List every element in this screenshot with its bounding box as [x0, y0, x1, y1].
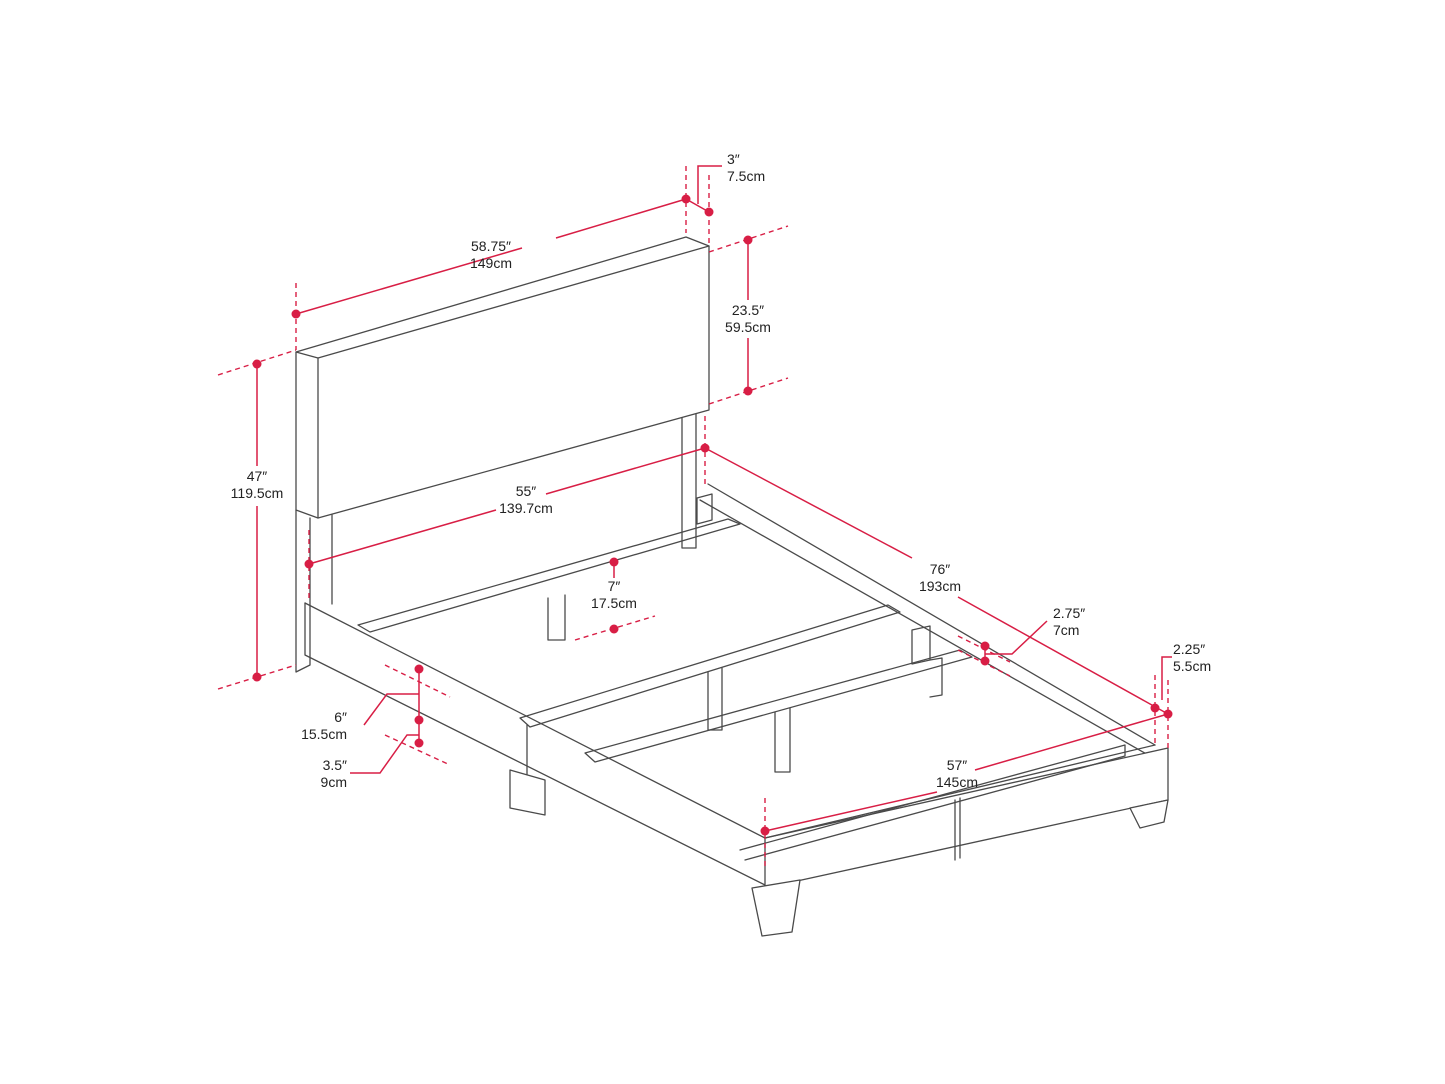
rail-inset-cm: 7cm [1053, 622, 1079, 638]
side-bracket-post [929, 657, 943, 698]
headboard-right-post [681, 411, 697, 549]
panel-height-in: 23.5″ [732, 302, 764, 318]
slat-clearance-cm: 17.5cm [591, 595, 637, 611]
headboard-depth-in: 3″ [727, 151, 740, 167]
total-length-cm: 193cm [919, 578, 961, 594]
headboard-width-cm: 149cm [470, 255, 512, 271]
frame-thickness-cm: 5.5cm [1173, 658, 1211, 674]
left-side-rail-top [304, 602, 766, 839]
right-side-rail [707, 483, 1156, 746]
front-right-leg [1129, 799, 1169, 829]
headboard-width-line [295, 198, 687, 315]
leg-height-in: 3.5″ [323, 757, 347, 773]
rear-bracket [696, 493, 713, 525]
slat-clearance-in: 7″ [608, 578, 621, 594]
total-length-line [704, 447, 1169, 715]
dimension-lines [217, 165, 1173, 870]
frame-thickness-leader [1161, 656, 1172, 700]
panel-height-cm: 59.5cm [725, 319, 771, 335]
leg-height-line [350, 720, 420, 774]
right-side-rail-inner [699, 499, 1151, 757]
bed-drawing [295, 236, 1169, 937]
total-length-in: 76″ [930, 561, 951, 577]
front-left-leg [751, 879, 801, 937]
headboard-depth-line [685, 165, 722, 213]
left-side-rail-outer [304, 602, 766, 886]
slat-3 [584, 649, 973, 763]
support-leg-3 [774, 707, 791, 773]
side-bracket [911, 625, 931, 665]
total-height-in: 47″ [247, 468, 268, 484]
total-height-cm: 119.5cm [231, 485, 284, 501]
rail-inset-in: 2.75″ [1053, 605, 1085, 621]
rail-height-line [363, 669, 420, 726]
footboard-width-cm: 145cm [936, 774, 978, 790]
support-leg-2 [707, 667, 723, 731]
slat-1 [357, 518, 741, 633]
foot-rail-bar [739, 744, 1126, 861]
rear-left-leg [509, 769, 546, 816]
frame-thickness-in: 2.25″ [1173, 641, 1205, 657]
slat-2 [519, 604, 901, 728]
dimension-labels: 58.75″ 149cm 3″ 7.5cm 23.5″ 59.5cm 47″ 1… [231, 151, 1211, 790]
rail-height-in: 6″ [334, 709, 347, 725]
footboard-width-in: 57″ [947, 757, 968, 773]
inner-width-cm: 139.7cm [499, 500, 553, 516]
headboard-left-post [295, 509, 311, 673]
headboard-panel [295, 236, 710, 519]
footboard-top-inner [764, 744, 1156, 839]
leg-height-cm: 9cm [321, 774, 347, 790]
inner-width-line [308, 447, 706, 565]
headboard-width-in: 58.75″ [471, 238, 511, 254]
footboard-width-line [764, 713, 1169, 832]
headboard-depth-cm: 7.5cm [727, 168, 765, 184]
support-leg-1 [547, 594, 566, 641]
rail-height-cm: 15.5cm [301, 726, 347, 742]
inner-width-in: 55″ [516, 483, 537, 499]
